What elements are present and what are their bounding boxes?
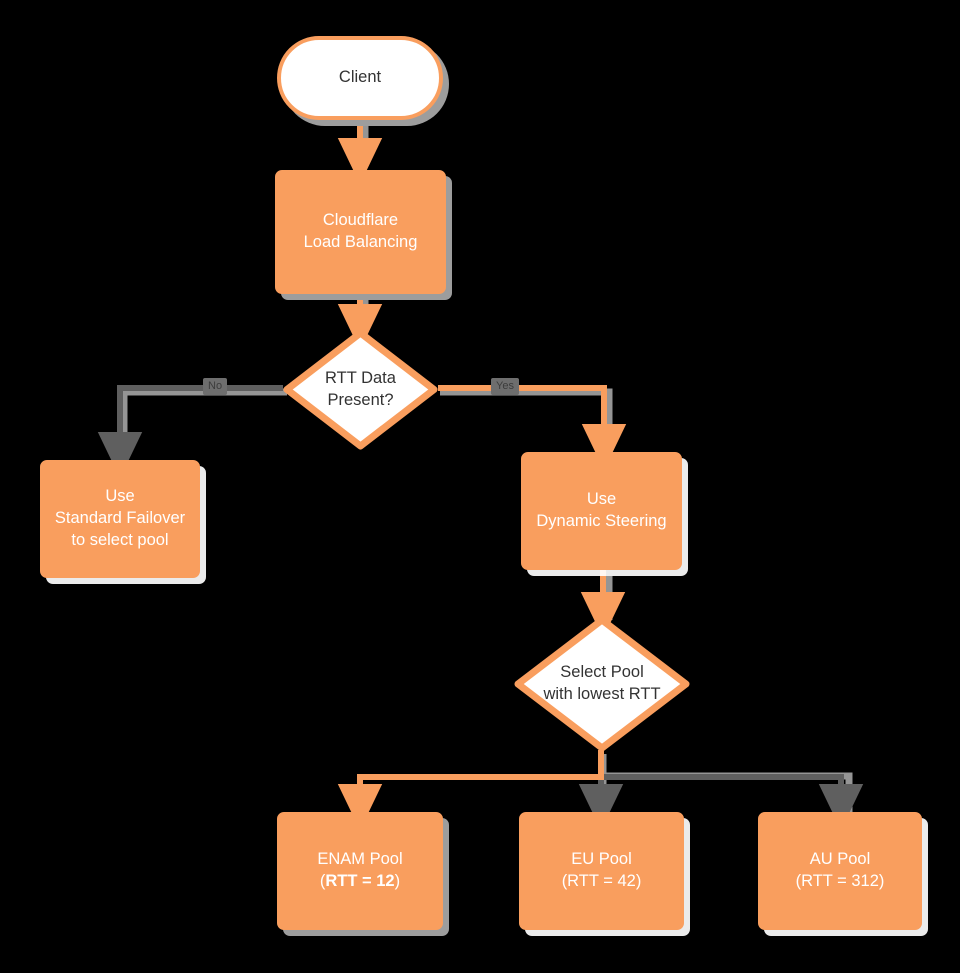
node-select-pool-line2: with lowest RTT xyxy=(543,685,661,703)
node-standard-failover-line3: to select pool xyxy=(71,530,169,549)
node-rtt-decision-line1: RTT Data xyxy=(325,368,396,387)
node-standard-failover-line2: Standard Failover xyxy=(54,509,186,528)
edge-label-rtt-yes: Yes xyxy=(491,378,519,395)
edge-select-pool-to-au-pool xyxy=(601,774,864,831)
edge-rtt-decision-to-dynamic-steering xyxy=(438,385,627,471)
node-load-balancing-line2: Load Balancing xyxy=(303,233,418,251)
node-rtt-decision-label: RTT Data Present? xyxy=(283,329,438,450)
node-select-pool-line1: Select Pool xyxy=(560,663,644,682)
edge-rtt-decision-to-standard-failover xyxy=(97,385,283,479)
node-eu-pool-line1: EU Pool xyxy=(571,850,632,869)
node-client-label: Client xyxy=(338,68,382,87)
node-enam-pool-rtt: RTT = 12 xyxy=(325,872,395,890)
node-dynamic-steering-line2: Dynamic Steering xyxy=(536,512,667,530)
node-standard-failover[interactable]: Use Standard Failover to select pool xyxy=(40,460,200,578)
node-au-pool-line2: (RTT = 312) xyxy=(795,872,885,890)
node-enam-pool-line1: ENAM Pool xyxy=(317,850,403,869)
node-au-pool-line1: AU Pool xyxy=(809,850,871,869)
node-select-pool[interactable]: Select Pool with lowest RTT xyxy=(514,616,690,752)
node-load-balancing[interactable]: Cloudflare Load Balancing xyxy=(275,170,446,294)
node-rtt-decision-line2: Present? xyxy=(327,390,394,409)
node-eu-pool-line2: (RTT = 42) xyxy=(561,872,642,890)
select-pool-shape xyxy=(514,616,690,752)
node-dynamic-steering-line1: Use xyxy=(586,490,617,509)
node-eu-pool[interactable]: EU Pool (RTT = 42) xyxy=(519,812,684,930)
node-rtt-decision[interactable]: RTT Data Present? xyxy=(283,329,438,450)
node-enam-pool-line2: (RTT = 12) xyxy=(317,871,402,893)
edge-select-pool-to-enam-pool xyxy=(337,750,604,831)
node-au-pool[interactable]: AU Pool (RTT = 312) xyxy=(758,812,922,930)
node-load-balancing-line1: Cloudflare xyxy=(322,211,399,230)
node-enam-pool-paren-open: ( xyxy=(319,872,326,890)
node-client[interactable]: Client xyxy=(277,36,443,120)
rtt-decision-shape xyxy=(283,329,438,450)
node-dynamic-steering[interactable]: Use Dynamic Steering xyxy=(521,452,682,570)
node-standard-failover-line1: Use xyxy=(105,487,135,506)
edge-label-rtt-no: No xyxy=(203,378,228,395)
node-select-pool-label: Select Pool with lowest RTT xyxy=(514,616,690,752)
node-enam-pool-paren-close: ) xyxy=(394,872,401,890)
node-enam-pool[interactable]: ENAM Pool (RTT = 12) xyxy=(277,812,443,930)
